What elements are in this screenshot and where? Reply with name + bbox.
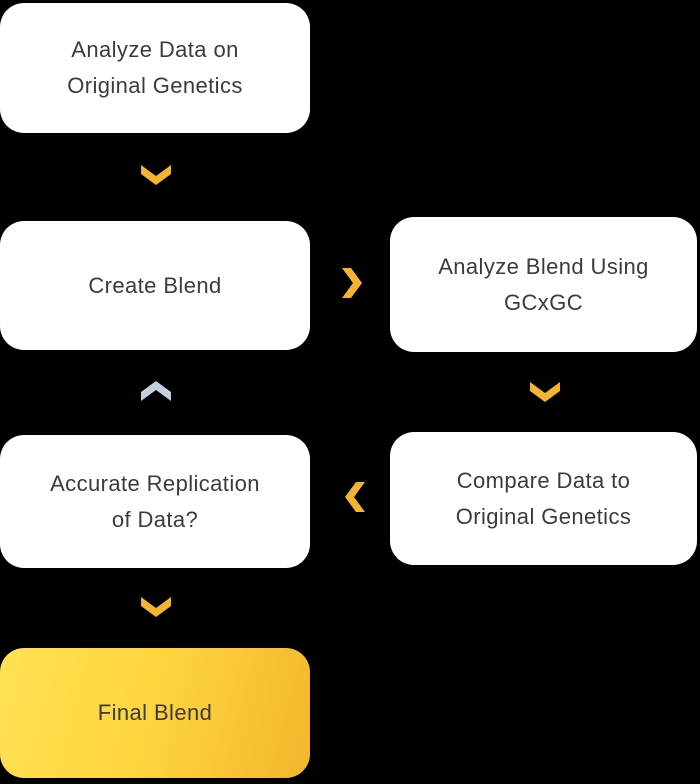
node-label-line: of Data? bbox=[111, 506, 199, 532]
chevron-down-glyph bbox=[530, 382, 560, 402]
chevron-left-icon bbox=[345, 482, 365, 512]
chevron-up-icon bbox=[141, 381, 171, 401]
node-label-line: Accurate Replication bbox=[50, 470, 260, 496]
node-label-line: Analyze Data on bbox=[71, 37, 239, 62]
chevron-left-glyph bbox=[345, 482, 365, 512]
node-create-blend: Create Blend bbox=[0, 221, 310, 350]
chevron-down-icon bbox=[141, 597, 171, 617]
chevron-down-glyph bbox=[141, 597, 171, 617]
node-label-line: GCxGC bbox=[504, 289, 583, 315]
chevron-down-glyph bbox=[141, 165, 171, 185]
node-label-line: Original Genetics bbox=[455, 503, 632, 529]
node-accurate-replication: Accurate Replication of Data? bbox=[0, 435, 310, 568]
node-compare-data: Compare Data to Original Genetics bbox=[390, 432, 697, 565]
chevron-up-glyph bbox=[141, 381, 171, 401]
node-label-line: Original Genetics bbox=[67, 73, 243, 98]
node-label-line: Compare Data to bbox=[456, 467, 631, 493]
chevron-down-icon bbox=[141, 165, 171, 185]
node-label-line: Create Blend bbox=[88, 272, 222, 298]
node-label-line: Analyze Blend Using bbox=[438, 253, 649, 279]
node-label-line: Final Blend bbox=[97, 700, 213, 725]
chevron-right-icon bbox=[342, 268, 362, 298]
node-analyze-blend: Analyze Blend Using GCxGC bbox=[390, 217, 697, 352]
node-final-blend: Final Blend bbox=[0, 648, 310, 778]
chevron-right-glyph bbox=[342, 268, 362, 298]
chevron-down-icon bbox=[530, 382, 560, 402]
node-analyze-data: Analyze Data on Original Genetics bbox=[0, 3, 310, 133]
